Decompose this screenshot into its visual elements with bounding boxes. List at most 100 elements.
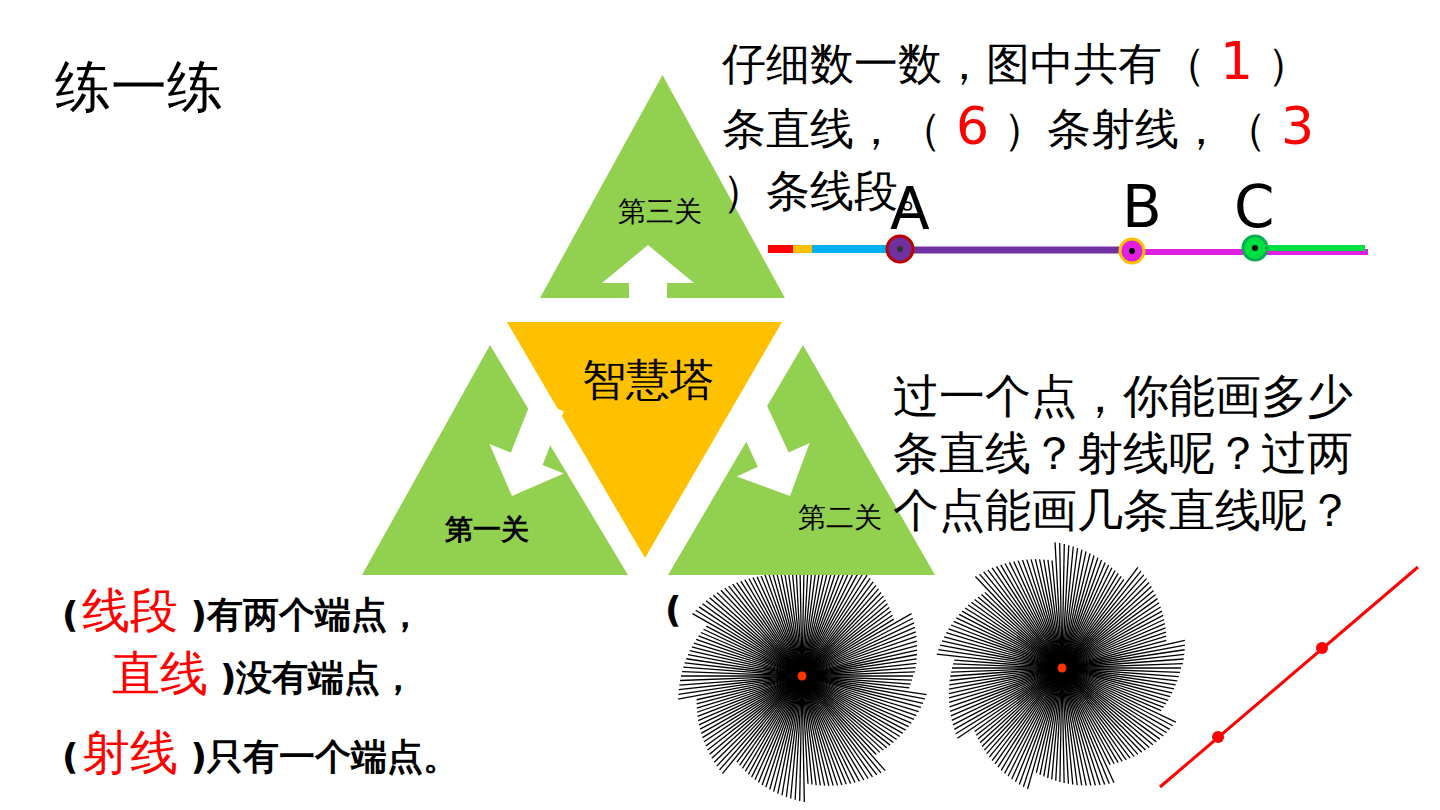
- burst-line: [949, 668, 1062, 685]
- burst-line: [949, 668, 1062, 689]
- answer-text: 6: [956, 96, 989, 156]
- burst-line: [1055, 542, 1062, 668]
- burst-line: [679, 676, 802, 685]
- burst-line: [680, 676, 802, 681]
- level-name: 第二关: [798, 499, 882, 537]
- point-dot: [1212, 731, 1224, 743]
- burst-line: [697, 676, 802, 708]
- slide-title: 练一练: [55, 52, 223, 122]
- answer-line-group: (: [665, 580, 681, 640]
- burst-line: [949, 668, 1062, 694]
- burst-line: [949, 668, 1062, 702]
- answer-line-group: (线段 )有两个端点，: [62, 580, 423, 645]
- point-dot: [1316, 642, 1328, 654]
- answer-line: (: [62, 594, 78, 635]
- level-name: 第一关: [445, 511, 529, 549]
- burst-line: [802, 627, 915, 676]
- burst-line: [802, 663, 916, 676]
- question-text: 仔细数一数，图中共有（: [722, 38, 1206, 89]
- burst-line: [1062, 668, 1086, 786]
- burst-line: [802, 676, 833, 786]
- burst-line: [802, 676, 804, 802]
- burst-line: [980, 574, 1062, 668]
- burst-line: [802, 676, 820, 785]
- burst-line: [1062, 664, 1183, 668]
- burst-line: [949, 668, 1062, 698]
- burst-line: [950, 668, 1062, 707]
- point-label-group: B: [1122, 174, 1162, 240]
- answer-line-group: (射线 )只有一个端点。: [62, 722, 459, 787]
- burst-line: [954, 668, 1062, 729]
- two-point-line: [1160, 567, 1418, 787]
- burst-line: [1062, 654, 1184, 668]
- point-dot: [1129, 248, 1135, 254]
- burst-line: [1062, 668, 1082, 785]
- straight-line: [1160, 567, 1418, 787]
- burst-line: [1035, 559, 1062, 668]
- burst-line: [802, 614, 912, 676]
- point-label-group: A: [890, 176, 930, 242]
- point-marker: [1120, 239, 1144, 263]
- ray-segment: [812, 245, 890, 253]
- answer-text: 射线: [82, 724, 178, 780]
- answer-line: )有两个端点，: [190, 594, 422, 635]
- point-dot: [798, 672, 807, 681]
- burst-line: [802, 641, 917, 676]
- burst-line: [1062, 668, 1077, 785]
- burst-line: [795, 558, 802, 676]
- level-triangle: 第一关: [362, 345, 628, 575]
- burst-line: [802, 672, 915, 676]
- burst-line: [802, 646, 917, 676]
- burst-line: [1062, 668, 1068, 784]
- burst-line: [1062, 659, 1184, 668]
- answer-line: (: [62, 736, 78, 777]
- burst-line: [802, 650, 917, 676]
- burst-line: [802, 676, 838, 785]
- point-dot: [1058, 664, 1067, 673]
- burst-line: [1062, 645, 1185, 668]
- answer-text: 直线: [112, 645, 208, 701]
- starbursts: [678, 542, 1185, 802]
- ray-segment: [1255, 245, 1365, 251]
- answer-line: )没有端点，: [220, 657, 416, 698]
- burst-line: [802, 676, 842, 785]
- point-dot: [1252, 245, 1258, 251]
- burst-line: [950, 668, 1062, 681]
- point-label: A: [890, 175, 930, 243]
- starburst: [937, 542, 1185, 789]
- burst-line: [678, 676, 802, 699]
- burst-line: [802, 655, 917, 676]
- answer-line-group: 直线 )没有端点，: [108, 643, 416, 708]
- answer-text: 3: [1281, 96, 1314, 156]
- burst-line: [951, 668, 1062, 716]
- answer-text: 1: [1220, 31, 1253, 91]
- burst-line: [951, 668, 1062, 672]
- burst-line: [1062, 640, 1185, 668]
- burst-line: [678, 676, 802, 694]
- triangle-fill: [362, 345, 628, 575]
- burst-line: [802, 668, 916, 676]
- question-text-group: 过一个点，你能画多少条直线？射线呢？过两个点能画几条直线呢？: [893, 368, 1363, 539]
- starburst: [678, 557, 926, 802]
- burst-line: [802, 636, 916, 676]
- white-arrow: [733, 398, 810, 496]
- answer-text: 线段: [82, 582, 178, 638]
- question-text: 过一个点，你能画多少条直线？射线呢？过两个点能画几条直线呢？: [893, 369, 1353, 537]
- burst-line: [1022, 560, 1062, 668]
- burst-line: [802, 659, 917, 676]
- level-name: 第三关: [618, 193, 702, 231]
- ray-segment: [768, 245, 793, 253]
- line-figure: [768, 236, 1368, 263]
- burst-line: [1062, 668, 1073, 785]
- point-label: C: [1234, 173, 1275, 241]
- answer-line: )只有一个端点。: [190, 736, 458, 777]
- burst-line: [1060, 543, 1062, 668]
- white-arrow: [490, 399, 564, 496]
- point-label-group: C: [1234, 174, 1275, 240]
- burst-line: [802, 676, 829, 786]
- question-text: ）条射线，（: [1003, 103, 1267, 154]
- answer-line: (: [665, 589, 681, 630]
- ray-segment: [793, 245, 812, 253]
- burst-line: [1062, 636, 1166, 668]
- level-name: 智慧塔: [582, 351, 714, 410]
